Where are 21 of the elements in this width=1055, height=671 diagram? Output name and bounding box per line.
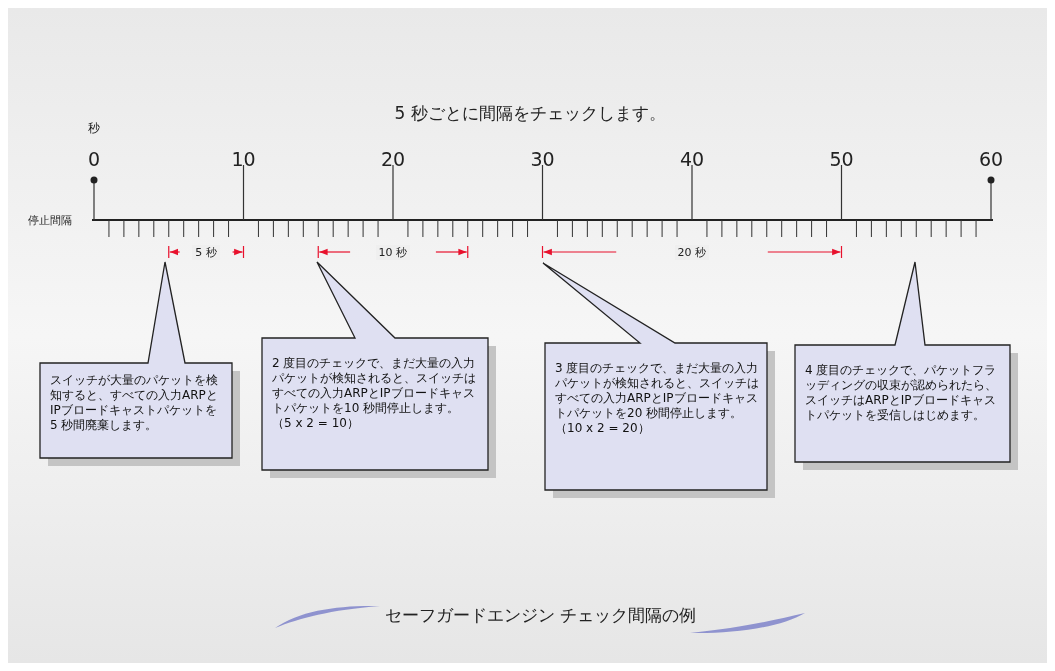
tick-label: 60 bbox=[979, 148, 1004, 170]
callout-balloon bbox=[795, 262, 1018, 470]
tick-label: 10 bbox=[231, 148, 256, 170]
callout-text: 3 度目のチェックで、まだ大量の入力パケットが検知されると、スイッチはすべての入力ARPとIPブロードキャストパケットを20 秒間停止します。 bbox=[555, 361, 759, 421]
tick-label: 0 bbox=[88, 148, 101, 170]
caption-text: セーフガードエンジン チェック間隔の例 bbox=[384, 603, 696, 627]
callout-text: （10 x 2 = 20） bbox=[555, 421, 651, 436]
callout-balloon bbox=[40, 262, 240, 466]
tick-label: 40 bbox=[680, 148, 705, 170]
callout-text: 4 度目のチェックで、パケットフラッディングの収束が認められたら、スイッチはARPとIPブロードキャストパケットを受信しはじめます。 bbox=[805, 363, 998, 423]
callout-text: スイッチが大量のパケットを検知すると、すべての入力ARPとIPブロードキャストパケットを5 秒間廃棄します。 bbox=[50, 373, 219, 433]
tick-label: 30 bbox=[530, 148, 555, 170]
callout-text: 2 度目のチェックで、まだ大量の入力パケットが検知されると、スイッチはすべての入力ARPとIPブロードキャストパケットを10 秒間停止します。 bbox=[272, 356, 477, 416]
title-text: 5 秒ごとに間隔をチェックします。 bbox=[394, 101, 666, 125]
tick-label: 20 bbox=[381, 148, 406, 170]
callout-text: （5 x 2 = 10） bbox=[272, 416, 360, 431]
axis-label: 停止間隔 bbox=[28, 212, 72, 228]
callout-balloon bbox=[543, 263, 775, 498]
callout-balloon bbox=[262, 262, 496, 478]
tick-label: 50 bbox=[829, 148, 854, 170]
unit-label: 秒 bbox=[88, 119, 100, 137]
